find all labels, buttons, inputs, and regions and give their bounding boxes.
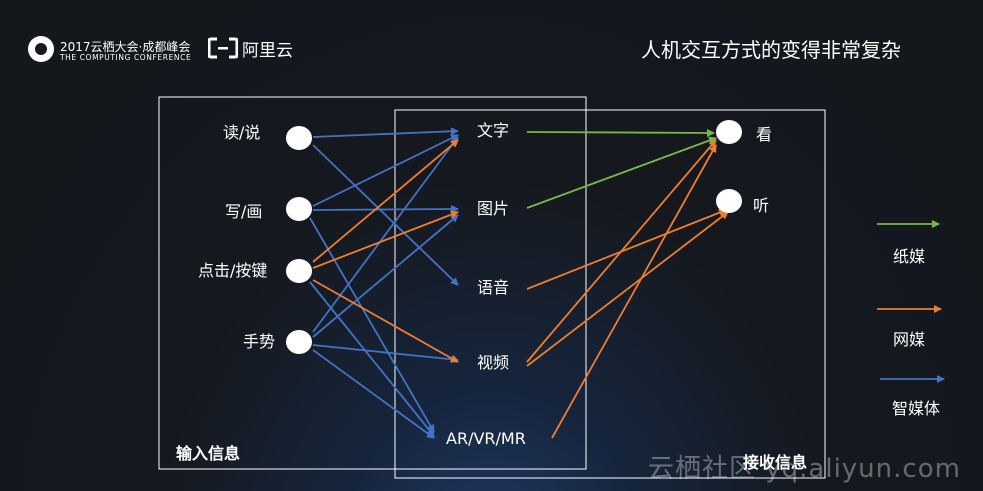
input-label-gesture: 手势 (243, 332, 276, 351)
input-label-read-speak: 读/说 (223, 123, 261, 142)
input-frame-label: 输入信息 (176, 444, 241, 463)
conference-subtitle: THE COMPUTING CONFERENCE (60, 53, 192, 62)
arrow-read-to-text (312, 127, 459, 138)
arrow-voice-to-hear (526, 208, 727, 290)
node-hear (716, 189, 742, 213)
arrow-write-to-text (312, 134, 459, 207)
legend-label-web: 网媒 (893, 330, 926, 349)
input-frame (158, 96, 587, 470)
media-label-image: 图片 (477, 199, 510, 218)
arrow-click-to-video (312, 279, 459, 363)
receive-label-hear: 听 (753, 196, 770, 215)
media-label-ar-vr-mr: AR/VR/MR (446, 429, 526, 448)
arrow-click-to-image (312, 210, 459, 269)
arrow-video-to-hear (526, 211, 729, 367)
arrow-read-to-voice (312, 144, 459, 286)
arrow-gesture-to-image (312, 214, 459, 338)
media-label-text: 文字 (477, 121, 510, 140)
arrow-write-to-ar (309, 217, 435, 433)
input-label-write-draw: 写/画 (225, 202, 263, 221)
node-see (716, 120, 742, 144)
media-label-video: 视频 (477, 353, 510, 372)
arrow-gesture-to-text (312, 136, 459, 333)
arrow-gesture-to-ar (312, 349, 435, 439)
computing-conference-logo-icon (28, 36, 54, 62)
receive-label-see: 看 (756, 125, 773, 144)
arrow-text-to-see (526, 128, 715, 137)
receive-frame-label: 接收信息 (743, 453, 808, 472)
node-click-key (286, 259, 312, 283)
watermark: 云栖社区 yq.aliyun.com (648, 454, 961, 484)
legend-label-paper: 纸媒 (893, 247, 926, 266)
node-write-draw (286, 197, 312, 221)
arrow-image-to-see (526, 136, 717, 209)
legend-label-smart: 智媒体 (892, 399, 941, 418)
arrow-write-to-image (312, 205, 459, 214)
node-read-speak (286, 126, 312, 150)
arrow-ar-to-see (551, 144, 717, 439)
arrow-click-to-ar (309, 281, 435, 437)
aliyun-bracket-logo-icon (208, 37, 238, 59)
media-label-voice: 语音 (477, 278, 510, 297)
arrow-click-to-text (312, 139, 459, 263)
node-gesture (286, 330, 312, 354)
arrow-video-to-see (526, 139, 717, 363)
slide-title: 人机交互方式的变得非常复杂 (641, 38, 901, 62)
input-label-click-key: 点击/按键 (198, 261, 268, 280)
receive-frame (394, 109, 826, 479)
brand-name: 阿里云 (242, 41, 293, 61)
arrow-gesture-to-video (312, 344, 459, 364)
conference-title: 2017云栖大会·成都峰会 (60, 40, 191, 54)
